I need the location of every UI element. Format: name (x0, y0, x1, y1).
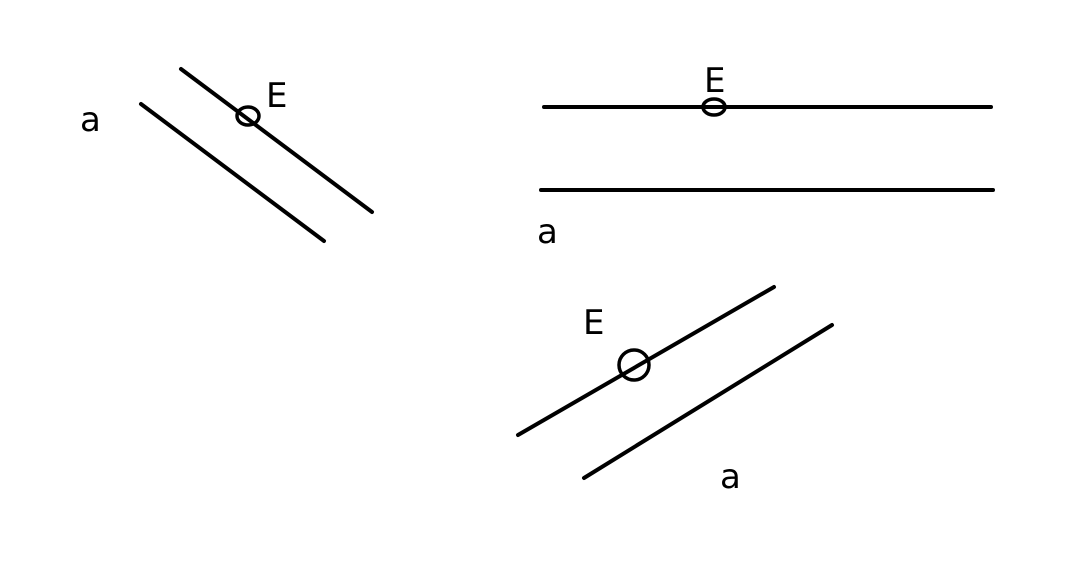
figure-3: E a (516, 285, 834, 497)
figure-1-line-a (139, 102, 326, 243)
figure-1-point-label: E (266, 76, 287, 116)
figure-1: E a (80, 67, 374, 243)
figure-3-line-label: a (720, 457, 741, 497)
figure-2-point-label: E (704, 61, 725, 101)
figure-1-line-label: a (80, 100, 101, 140)
figure-3-line-a (582, 323, 834, 480)
figure-1-line-through-e (179, 67, 374, 214)
figure-3-point-label: E (583, 303, 604, 343)
figure-2-point-e-marker (701, 97, 727, 117)
figure-2: E a (537, 61, 995, 252)
figure-3-point-e-marker (617, 348, 651, 382)
figure-3-line-through-e (516, 285, 776, 437)
figure-1-point-e-marker (235, 105, 261, 127)
figure-2-line-label: a (537, 212, 558, 252)
